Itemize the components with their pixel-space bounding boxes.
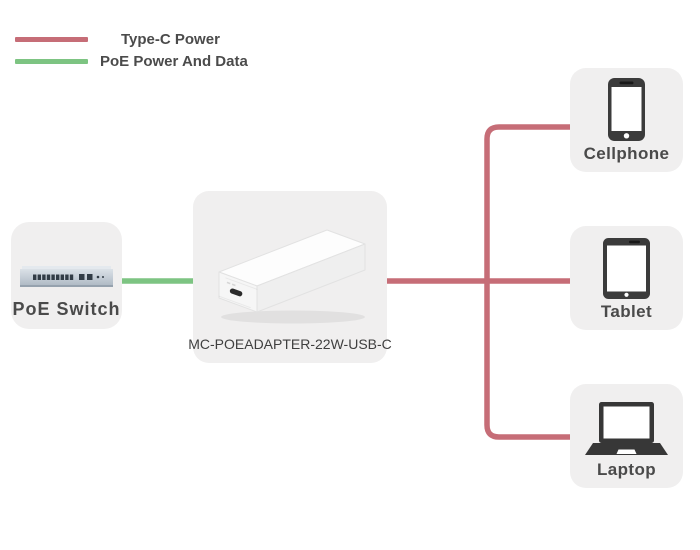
type-c-power-line-swatch [15, 37, 88, 42]
tablet-icon [603, 238, 650, 299]
tablet-card: Tablet [570, 226, 683, 330]
cellphone-label: Cellphone [583, 144, 670, 163]
poe-switch-label: PoE Switch [12, 299, 121, 319]
poe-switch-card: PoE Switch [11, 222, 122, 329]
legend-item-poe: PoE Power And Data [15, 50, 248, 73]
laptop-card: Laptop [570, 384, 683, 488]
laptop-icon [585, 402, 668, 457]
poe-adapter-icon [205, 220, 375, 330]
type-c-bus-cellphone-laptop [484, 124, 572, 440]
poe-power-line-swatch [15, 59, 88, 64]
legend-item-type-c: Type-C Power [15, 28, 220, 51]
adapter-card: MC-POEADAPTER-22W-USB-C [188, 191, 392, 363]
tablet-label: Tablet [600, 302, 653, 321]
cellphone-card: Cellphone [570, 68, 683, 172]
legend-label-poe: PoE Power And Data [100, 53, 248, 70]
poe-switch-icon [19, 265, 114, 291]
laptop-label: Laptop [596, 460, 657, 479]
adapter-label: MC-POEADAPTER-22W-USB-C [188, 336, 392, 352]
cellphone-icon [608, 78, 645, 141]
legend-label-type-c: Type-C Power [121, 31, 220, 48]
